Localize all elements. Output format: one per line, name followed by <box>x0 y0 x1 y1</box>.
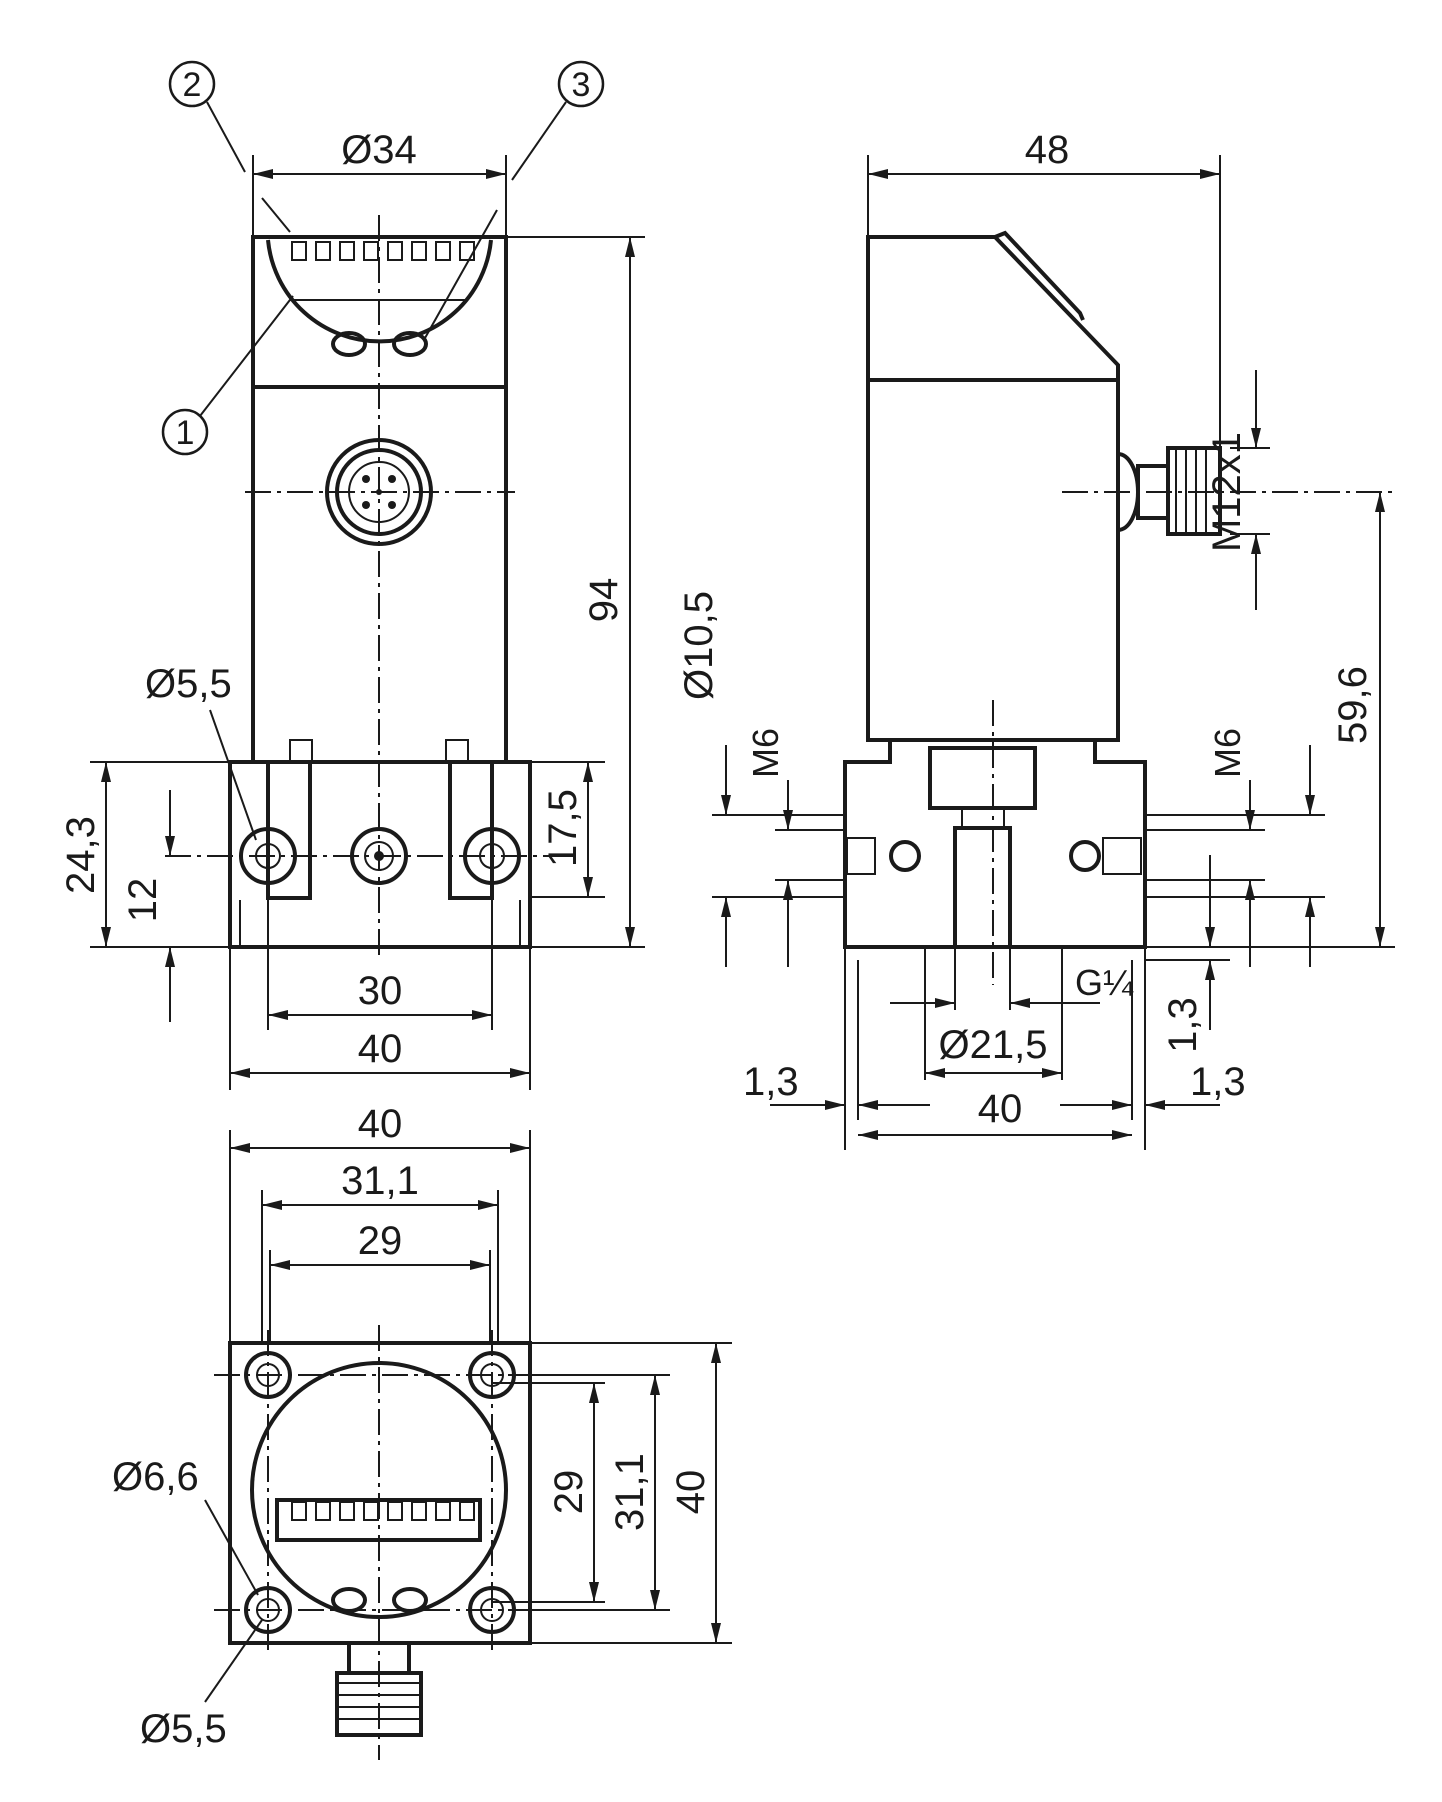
side-port-neck <box>961 807 1005 829</box>
side-dim-m6-left: M6 <box>745 728 786 778</box>
bottom-label-dia6-6: Ø6,6 <box>112 1455 199 1499</box>
side-port-bore <box>953 826 1012 949</box>
side-view: 48 M12x1 59,6 Ø10,5 M6 M6 <box>677 128 1395 1150</box>
bottom-button-right <box>392 1587 428 1613</box>
callout-2-leader <box>206 101 246 173</box>
side-housing-bevel <box>994 230 1085 321</box>
side-dim-40: 40 <box>978 1087 1023 1131</box>
side-base-section <box>843 738 1147 949</box>
front-dim-dia34: Ø34 <box>341 128 417 172</box>
front-connector-pins <box>362 475 396 509</box>
bottom-leader-dia6-6 <box>204 1499 259 1596</box>
front-foot-left <box>289 739 313 763</box>
side-dim-1-3-left: 1,3 <box>743 1060 799 1104</box>
side-housing <box>866 235 1120 742</box>
callout-3-leader <box>511 101 567 181</box>
front-button-right <box>392 331 428 357</box>
front-dim-24-3: 24,3 <box>59 816 103 894</box>
bottom-leader-dia5-5 <box>204 1619 263 1703</box>
bottom-dim-29-top: 29 <box>358 1219 403 1263</box>
bottom-dim-40-top: 40 <box>358 1102 403 1146</box>
front-display-segments <box>291 241 475 261</box>
front-leader-dia5-5 <box>209 709 257 841</box>
side-dim-g14: G¼ <box>1075 962 1134 1003</box>
front-view: Ø34 94 24,3 12 17,5 30 40 Ø5,5 <box>59 60 645 1090</box>
callout-1-circle <box>161 408 209 456</box>
side-dim-1-3-bottom: 1,3 <box>1161 997 1205 1053</box>
side-plug-left <box>846 837 876 875</box>
side-ball-right <box>1069 840 1101 872</box>
front-dim-94: 94 <box>582 578 626 623</box>
bottom-label-dia5-5: Ø5,5 <box>140 1707 227 1751</box>
side-port-chamber <box>928 746 1037 810</box>
side-ball-left <box>889 840 921 872</box>
front-foot-right <box>445 739 469 763</box>
front-dim-17-5: 17,5 <box>541 789 585 867</box>
front-dim-40: 40 <box>358 1027 403 1071</box>
callout-3-circle <box>557 60 605 108</box>
bottom-button-left <box>331 1587 367 1613</box>
callout-3: 3 <box>572 66 591 104</box>
front-dim-12: 12 <box>121 878 165 923</box>
callout-2-circle <box>168 60 216 108</box>
side-dim-m6-right: M6 <box>1207 728 1248 778</box>
side-plug-right <box>1102 837 1142 875</box>
side-dim-59-6: 59,6 <box>1331 666 1375 744</box>
callout-2: 2 <box>183 66 202 104</box>
side-dim-dia21-5: Ø21,5 <box>939 1023 1048 1067</box>
bottom-housing-circle <box>250 1361 508 1619</box>
callout-3-leader-inner <box>424 209 498 339</box>
bottom-display-segments <box>291 1501 475 1521</box>
side-dim-1-3-right: 1,3 <box>1190 1060 1246 1104</box>
callout-1-leader <box>199 295 294 417</box>
side-dim-m12x1: M12x1 <box>1205 432 1249 552</box>
side-dim-48: 48 <box>1025 128 1070 172</box>
front-button-left <box>331 331 367 357</box>
bottom-dim-40-right: 40 <box>669 1470 713 1515</box>
bottom-view: 40 31,1 29 29 31,1 40 Ø6,6 Ø5,5 <box>112 1102 732 1760</box>
callout-1: 1 <box>176 414 195 452</box>
front-dim-30: 30 <box>358 969 403 1013</box>
bottom-dim-31-1-top: 31,1 <box>341 1159 419 1203</box>
bottom-dim-31-1-right: 31,1 <box>608 1453 652 1531</box>
callout-2-leader-inner <box>261 197 291 233</box>
bottom-dim-29-right: 29 <box>547 1470 591 1515</box>
side-dim-dia10-5: Ø10,5 <box>677 591 721 700</box>
front-label-dia5-5: Ø5,5 <box>145 662 232 706</box>
